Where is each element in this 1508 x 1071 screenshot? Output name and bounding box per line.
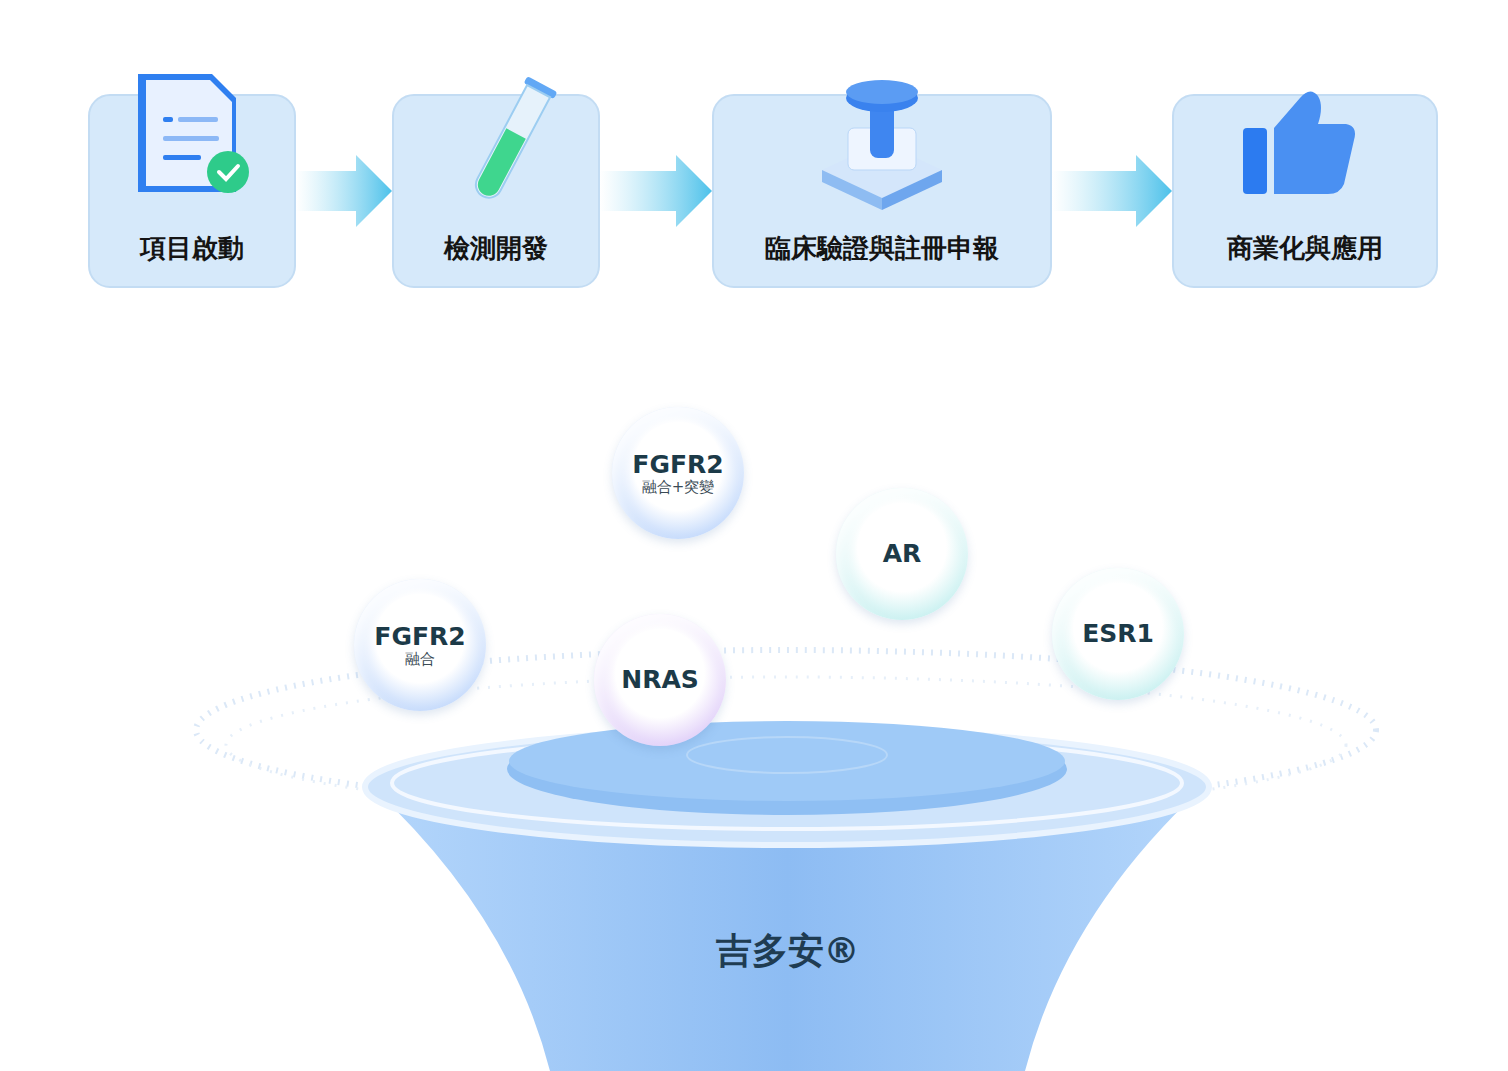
process-box: 臨床驗證與註冊申報 xyxy=(712,94,1052,288)
step-label: 臨床驗證與註冊申報 xyxy=(765,231,999,266)
flow-arrow xyxy=(600,155,712,227)
gene-bubble: FGFR2融合 xyxy=(354,579,486,711)
flow-arrow xyxy=(296,155,392,227)
gene-bubble: AR xyxy=(836,488,968,620)
funnel-shape xyxy=(360,715,1215,1071)
gene-name: FGFR2 xyxy=(632,451,723,479)
gene-name: AR xyxy=(883,540,922,568)
gene-bubble: FGFR2融合+突變 xyxy=(612,407,744,539)
step-label: 商業化與應用 xyxy=(1227,231,1383,266)
gene-variant: 融合+突變 xyxy=(642,479,715,496)
process-box: 項目啟動 xyxy=(88,94,296,288)
gene-name: ESR1 xyxy=(1082,620,1154,648)
process-box: 商業化與應用 xyxy=(1172,94,1438,288)
step-label: 檢測開發 xyxy=(444,231,548,266)
step-label: 項目啟動 xyxy=(140,231,244,266)
product-name: 吉多安® xyxy=(716,927,860,976)
process-box: 檢測開發 xyxy=(392,94,600,288)
gene-bubble: ESR1 xyxy=(1052,568,1184,700)
gene-bubble: NRAS xyxy=(594,614,726,746)
gene-name: FGFR2 xyxy=(374,623,465,651)
gene-name: NRAS xyxy=(621,666,699,694)
product-funnel: 吉多安® xyxy=(360,715,1215,1071)
gene-variant: 融合 xyxy=(405,651,435,668)
flow-arrow xyxy=(1052,155,1172,227)
